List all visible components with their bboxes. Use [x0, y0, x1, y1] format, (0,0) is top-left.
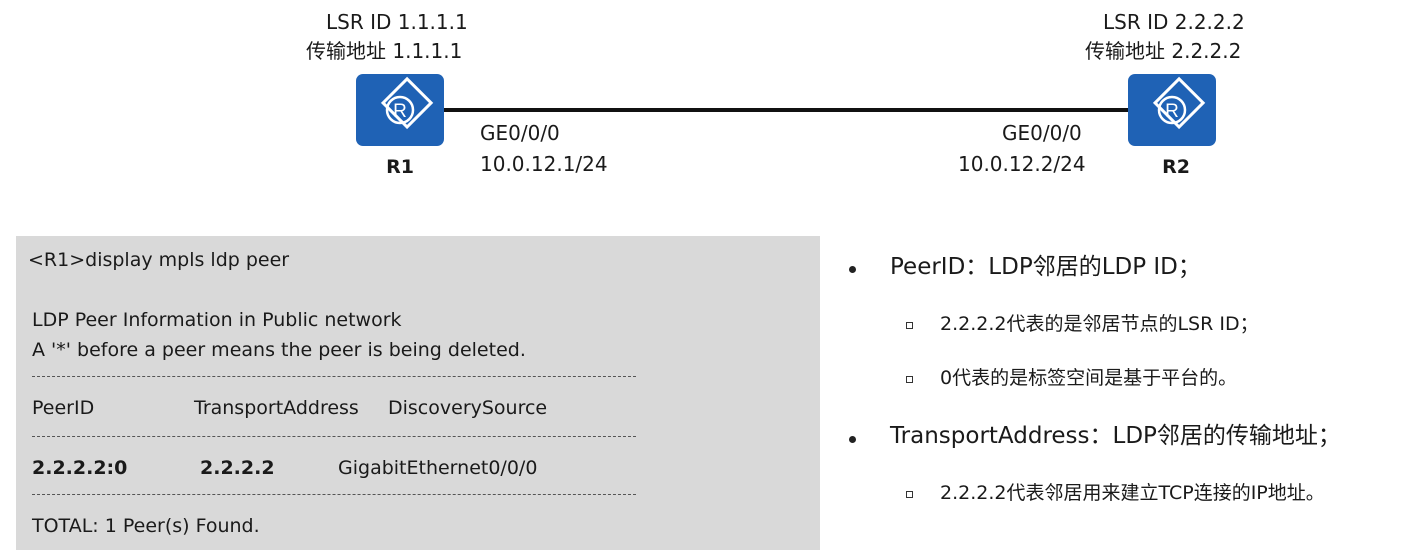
r2-transport-address: 传输地址 2.2.2.2: [1085, 39, 1242, 63]
r1-router-icon[interactable]: R: [356, 74, 444, 146]
svg-text:R: R: [1165, 101, 1179, 122]
r1-lsr-id: LSR ID 1.1.1.1: [326, 10, 468, 34]
divider: [32, 436, 636, 437]
divider: [32, 376, 636, 377]
terminal-command: <R1>display mpls ldp peer: [28, 249, 290, 271]
link-line: [444, 108, 1128, 112]
square-bullet-icon: [906, 322, 913, 329]
header-transport-address: TransportAddress: [194, 397, 359, 419]
r2-lsr-id: LSR ID 2.2.2.2: [1103, 10, 1245, 34]
bullet-icon: [849, 436, 856, 443]
r1-ip-address: 10.0.12.1/24: [480, 152, 608, 176]
terminal-info-line: LDP Peer Information in Public network: [32, 309, 402, 331]
header-peerid: PeerID: [32, 397, 95, 419]
r2-ip-address: 10.0.12.2/24: [958, 152, 1086, 176]
square-bullet-icon: [906, 376, 913, 383]
r1-transport-address: 传输地址 1.1.1.1: [306, 39, 463, 63]
r2-name: R2: [1162, 156, 1190, 178]
note-peerid-sub2: 0代表的是标签空间是基于平台的。: [940, 367, 1238, 389]
r2-router-icon[interactable]: R: [1128, 74, 1216, 146]
terminal-total: TOTAL: 1 Peer(s) Found.: [32, 515, 260, 537]
row-transport-address: 2.2.2.2: [200, 457, 275, 479]
note-peerid: PeerID：LDP邻居的LDP ID；: [890, 254, 1201, 280]
note-transport: TransportAddress：LDP邻居的传输地址；: [890, 423, 1341, 449]
terminal-output-panel: <R1>display mpls ldp peer LDP Peer Infor…: [16, 236, 820, 550]
header-discovery-source: DiscoverySource: [388, 397, 548, 419]
r2-interface: GE0/0/0: [1002, 121, 1082, 145]
note-peerid-sub1: 2.2.2.2代表的是邻居节点的LSR ID；: [940, 313, 1259, 335]
terminal-note-line: A '*' before a peer means the peer is be…: [32, 339, 526, 361]
row-discovery-source: GigabitEthernet0/0/0: [338, 457, 538, 479]
divider: [32, 494, 636, 495]
row-peerid: 2.2.2.2:0: [32, 457, 128, 479]
svg-text:R: R: [393, 101, 407, 122]
note-transport-sub1: 2.2.2.2代表邻居用来建立TCP连接的IP地址。: [940, 482, 1325, 504]
r1-name: R1: [386, 156, 414, 178]
square-bullet-icon: [906, 491, 913, 498]
bullet-icon: [849, 266, 856, 273]
r1-interface: GE0/0/0: [480, 121, 560, 145]
